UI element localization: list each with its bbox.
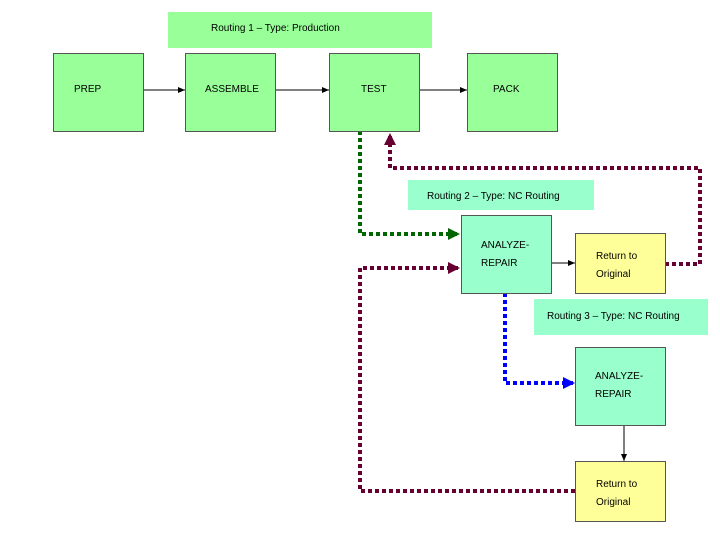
return-to-original-box: Return to Original: [575, 233, 666, 294]
return-to-original-2-label-1: Return to: [596, 479, 638, 490]
routing-2-banner: Routing 2 – Type: NC Routing: [408, 180, 594, 210]
return-to-original-box-2: Return to Original: [575, 461, 666, 522]
assemble-box: ASSEMBLE: [185, 53, 276, 132]
return-to-original-2-label-2: Original: [596, 497, 631, 508]
pack-box: PACK: [467, 53, 558, 132]
routing-2-label: Routing 2 – Type: NC Routing: [427, 191, 560, 202]
prep-label: PREP: [74, 84, 102, 95]
return-to-original-label-1: Return to: [596, 251, 638, 262]
routing-3-label: Routing 3 – Type: NC Routing: [547, 311, 680, 322]
analyze-to-analyze-repair-nc3-arrow: [503, 293, 575, 389]
analyze-repair-2-label-2: REPAIR: [595, 389, 632, 400]
analyze-repair-box-2: ANALYZE- REPAIR: [575, 347, 666, 426]
analyze-repair-label-1: ANALYZE-: [481, 240, 530, 251]
analyze-repair-label-2: REPAIR: [481, 258, 518, 269]
routing-3-banner: Routing 3 – Type: NC Routing: [534, 299, 708, 335]
analyze-repair-box: ANALYZE- REPAIR: [461, 215, 552, 294]
test-label: TEST: [361, 84, 387, 95]
return-to-original-label-2: Original: [596, 269, 631, 280]
prep-box: PREP: [53, 53, 144, 132]
routing-1-banner: Routing 1 – Type: Production: [168, 12, 432, 48]
return2-to-analyze-repair-arrow: [358, 262, 575, 493]
test-to-analyze-repair-nc-arrow: [358, 131, 460, 240]
pack-label: PACK: [493, 84, 520, 95]
return-to-test-arrow: [384, 133, 702, 266]
test-box: TEST: [329, 53, 420, 132]
assemble-label: ASSEMBLE: [205, 84, 259, 95]
routing-1-label: Routing 1 – Type: Production: [211, 23, 340, 34]
analyze-repair-2-label-1: ANALYZE-: [595, 371, 644, 382]
